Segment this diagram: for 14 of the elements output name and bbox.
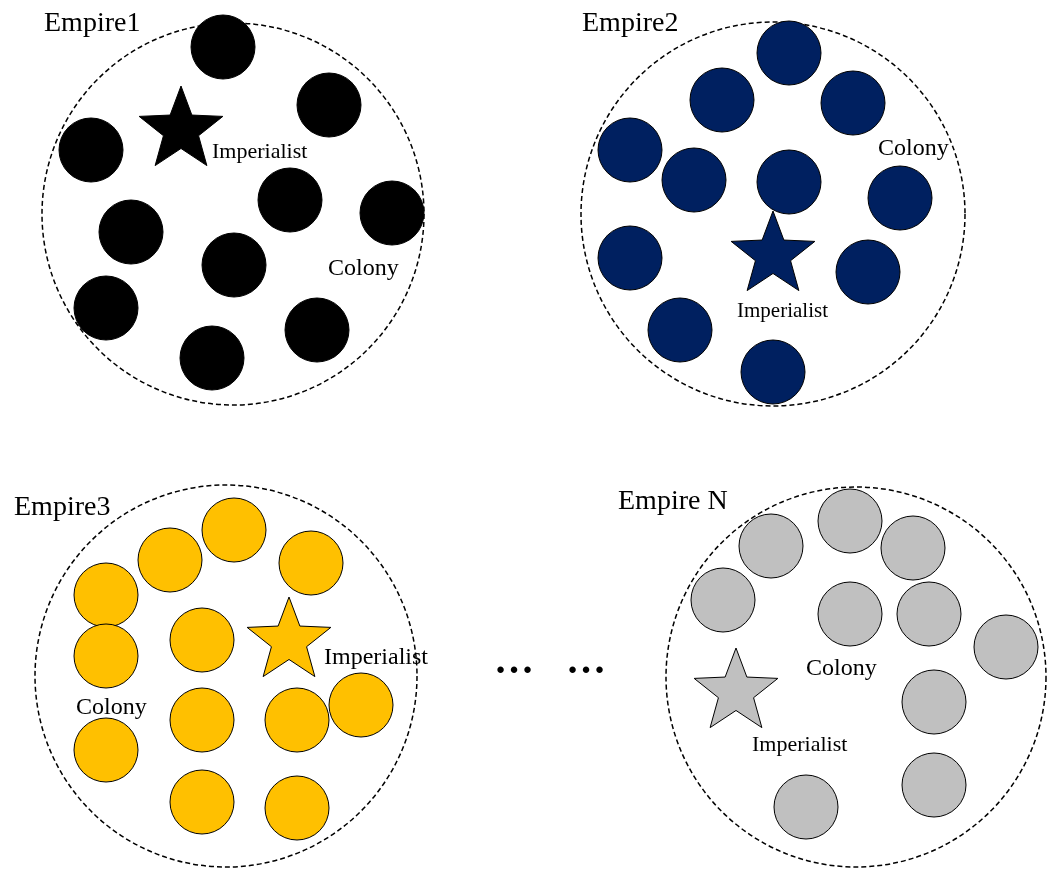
- text-label: Colony: [806, 655, 877, 679]
- text-label: Colony: [328, 255, 399, 279]
- empire-title: Empire3: [14, 492, 111, 520]
- text-label: Imperialist: [324, 644, 428, 668]
- empire-title: Empire1: [44, 8, 141, 36]
- text-label: Imperialist: [737, 300, 828, 321]
- ellipsis-text: …: [566, 640, 606, 680]
- empire-title: Empire N: [618, 486, 728, 514]
- ellipsis-text: …: [494, 640, 534, 680]
- text-label: Imperialist: [752, 733, 848, 755]
- text-label: Imperialist: [212, 140, 308, 162]
- text-label: Colony: [878, 135, 949, 159]
- empire-title: Empire2: [582, 8, 679, 36]
- text-label: Colony: [76, 694, 147, 718]
